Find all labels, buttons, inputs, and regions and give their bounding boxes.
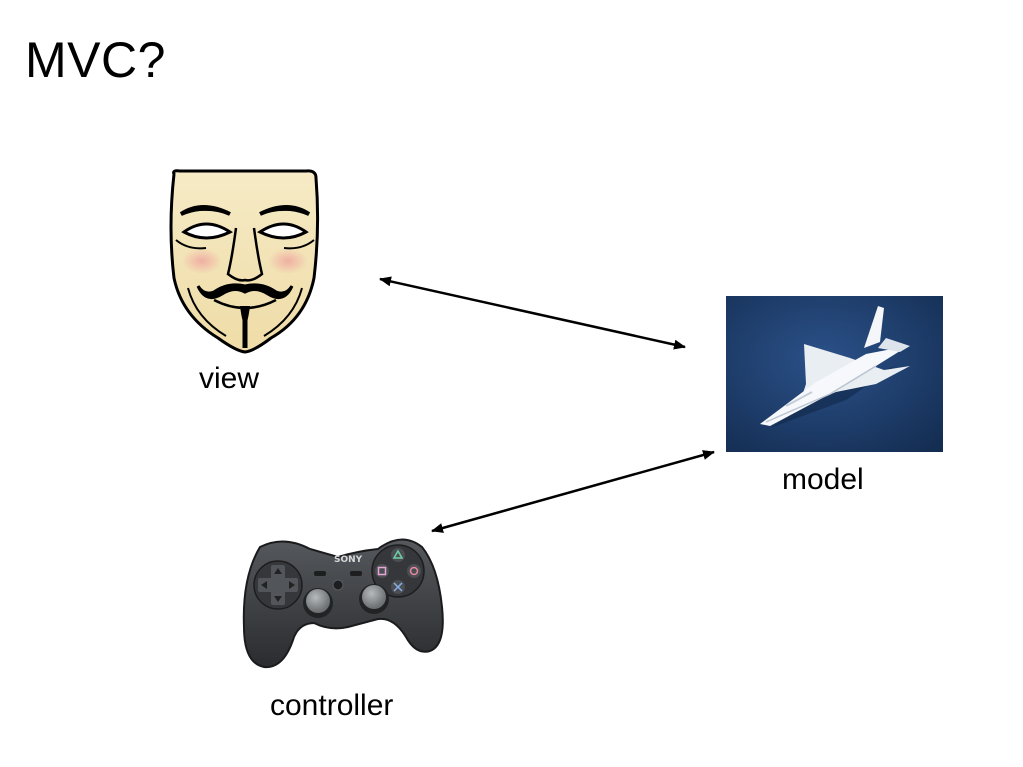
controller-label: controller <box>270 689 394 722</box>
slide-title: MVC? <box>25 32 166 88</box>
paper-airplane-photo <box>726 296 943 452</box>
arrow-controller-model <box>431 450 715 533</box>
model-label: model <box>782 463 864 496</box>
gamepad-brand: SONY <box>334 555 363 565</box>
gamepad-icon: SONY <box>242 538 444 669</box>
view-label: view <box>199 362 260 395</box>
arrow-view-model <box>379 276 686 350</box>
mask-icon <box>169 169 320 354</box>
